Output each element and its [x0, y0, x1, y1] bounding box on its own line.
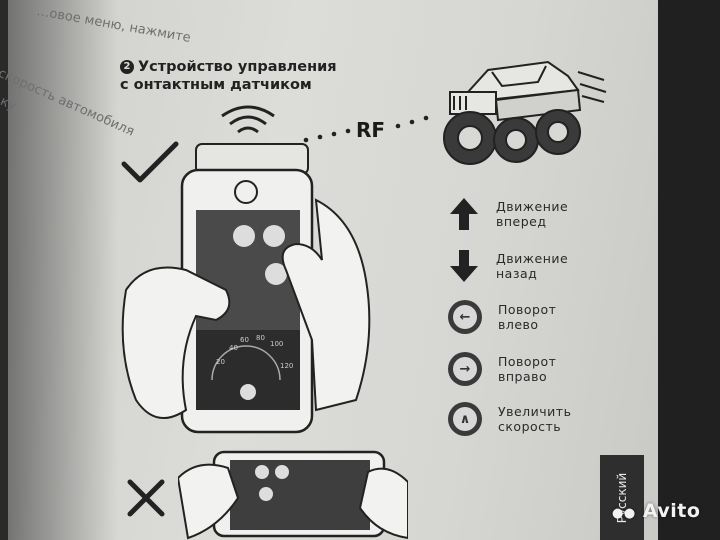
speedo-tick-120: 120	[280, 362, 294, 370]
signal-icon	[221, 105, 275, 134]
phone-landscape-illustration	[178, 450, 408, 540]
speedo-tick-100: 100	[270, 340, 284, 348]
cross-icon	[127, 479, 165, 517]
legend-backward-line2: назад	[496, 266, 538, 281]
legend-right-line2: вправо	[498, 369, 548, 384]
section-number: 2	[120, 60, 134, 74]
avito-watermark: ●● Avito	[612, 500, 700, 522]
avito-logo-icon: ●●	[612, 506, 636, 521]
manual-page: …овое меню, нажмите скорость автомобиля …	[0, 0, 658, 540]
language-tab: Русский	[600, 455, 644, 540]
speed-up-icon: ∧	[448, 402, 482, 436]
rf-dots-left	[303, 128, 351, 143]
section-title-line1: Устройство управления	[138, 59, 337, 75]
section-title-line2: с онтактным датчиком	[120, 77, 312, 93]
legend-backward-line1: Движение	[496, 251, 569, 266]
legend-left-line2: влево	[498, 317, 539, 332]
speedo-tick-80: 80	[256, 334, 265, 342]
legend-forward-line1: Движение	[496, 199, 569, 214]
watermark-text: Avito	[642, 500, 701, 522]
phone-hands-illustration	[121, 143, 371, 434]
arrow-down-icon	[450, 250, 478, 282]
arrow-right-icon: →	[448, 352, 482, 386]
speedo-tick-20: 20	[216, 358, 225, 366]
speedo-tick-40: 40	[229, 344, 238, 352]
legend-left-line1: Поворот	[498, 302, 557, 317]
arrow-up-icon	[450, 198, 478, 230]
rf-dots-right	[395, 115, 429, 129]
speedo-tick-60: 60	[240, 336, 249, 344]
section-title: 2 Устройство управления с онтактным датчи…	[120, 58, 337, 94]
rf-label: RF	[356, 118, 386, 142]
page-shadow	[8, 0, 118, 540]
check-icon	[121, 141, 179, 183]
legend-right-line1: Поворот	[498, 354, 557, 369]
truck-illustration	[443, 60, 607, 165]
legend-speed-line2: скорость	[498, 419, 562, 434]
legend-speed-line1: Увеличить	[498, 404, 572, 419]
legend-forward-line2: вперед	[496, 214, 547, 229]
arrow-left-icon: ←	[448, 300, 482, 334]
